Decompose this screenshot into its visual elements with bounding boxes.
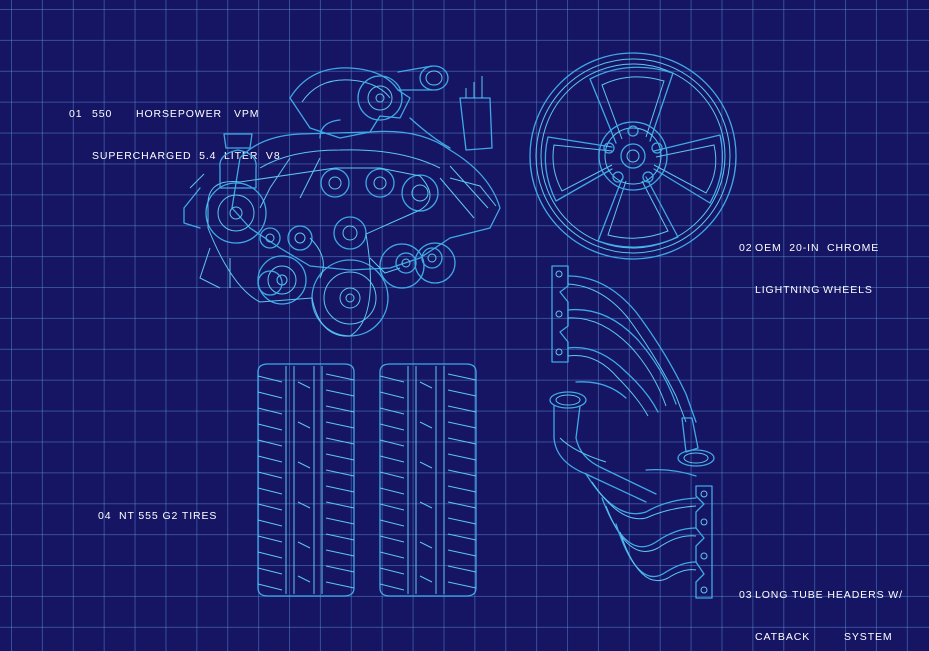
wheels-caption: 02 OEM 20-IN CHROME LIGHTNING WHEELS bbox=[739, 213, 879, 325]
headers-caption-catback: CATBACK bbox=[755, 631, 811, 643]
headers-caption-system: SYSTEM bbox=[844, 631, 893, 643]
tires-caption-title: NT 555 G2 TIRES bbox=[119, 510, 218, 522]
engine-caption-vpm: VPM bbox=[234, 108, 260, 120]
headers-illustration bbox=[549, 265, 715, 599]
wheels-caption-lightning: LIGHTNING bbox=[755, 284, 821, 296]
tires-caption: 04 NT 555 G2 TIRES bbox=[98, 481, 217, 551]
engine-caption-number: 01 bbox=[69, 108, 83, 120]
wheels-caption-number: 02 bbox=[739, 242, 753, 254]
wheel-illustration bbox=[529, 52, 737, 260]
engine-illustration bbox=[183, 65, 501, 337]
tire-right bbox=[379, 363, 477, 597]
wheels-caption-title: OEM 20-IN CHROME bbox=[755, 242, 880, 254]
tires-illustration bbox=[257, 363, 477, 597]
headers-caption-title: LONG TUBE HEADERS W/ bbox=[755, 589, 903, 601]
engine-caption: 01 550 HORSEPOWER VPM SUPERCHARGED 5.4 L… bbox=[69, 79, 281, 191]
engine-caption-hp: 550 bbox=[92, 108, 113, 120]
tire-left bbox=[257, 363, 355, 597]
engine-caption-horsepower: HORSEPOWER bbox=[136, 108, 223, 120]
tires-caption-number: 04 bbox=[98, 510, 112, 522]
wheels-caption-wheels: WHEELS bbox=[823, 284, 873, 296]
engine-caption-detail: SUPERCHARGED 5.4 LITER V8 bbox=[92, 150, 281, 162]
headers-caption: 03 LONG TUBE HEADERS W/ CATBACK SYSTEM bbox=[739, 560, 903, 651]
headers-caption-number: 03 bbox=[739, 589, 753, 601]
